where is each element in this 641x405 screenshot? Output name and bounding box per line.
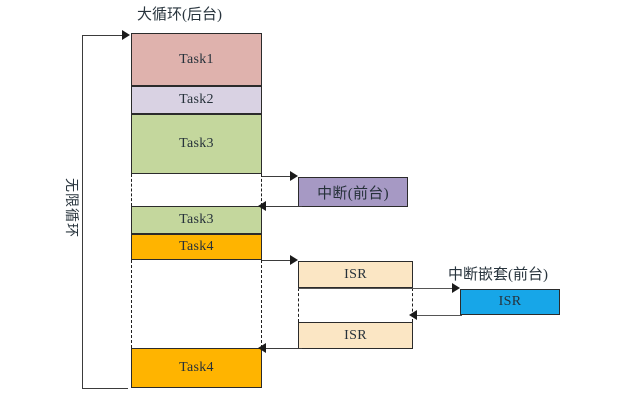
transition-from-nested-isr-arrowhead	[409, 310, 417, 320]
isr-gap-dash-left	[298, 288, 299, 322]
transition-from-isr-line	[262, 348, 302, 349]
task-block-label: Task4	[179, 360, 214, 375]
task-block-task2: Task2	[131, 86, 262, 114]
task-block-label: Task1	[179, 51, 214, 67]
nested-interrupt-title: 中断嵌套(前台)	[448, 267, 548, 283]
interrupt-block: 中断(前台)	[298, 177, 408, 207]
transition-to-nested-isr-line	[298, 288, 456, 289]
transition-from-interrupt-line	[262, 206, 302, 207]
task-block-label: Task3	[179, 212, 214, 227]
background-column-title: 大循环(后台)	[137, 7, 222, 23]
loop-arrow-top-segment	[82, 35, 124, 36]
transition-to-isr-line	[262, 260, 294, 261]
task-block-label: Task2	[179, 92, 214, 107]
task-block-task1: Task1	[131, 33, 262, 86]
isr-block-first: ISR	[298, 261, 413, 288]
task-block-task4-first: Task4	[131, 234, 262, 260]
infinite-loop-label: 无限循环	[63, 178, 78, 238]
loop-arrow-head	[122, 30, 130, 40]
isr-nested-block: ISR	[460, 289, 560, 315]
background-gap1-dash-left	[131, 174, 132, 206]
transition-from-interrupt-arrowhead	[258, 201, 266, 211]
interrupt-block-label: 中断(前台)	[317, 185, 389, 202]
loop-arrow-shaft	[82, 35, 83, 388]
isr-nested-block-label: ISR	[498, 294, 522, 309]
isr-block-second: ISR	[298, 322, 413, 349]
background-gap1-dash-right	[261, 174, 262, 206]
task-block-task3-first: Task3	[131, 114, 262, 174]
transition-from-nested-isr-line	[416, 315, 462, 316]
background-gap2-dash-left	[131, 260, 132, 348]
task-block-label: Task4	[179, 239, 214, 254]
task-block-task4-second: Task4	[131, 348, 262, 388]
task-block-label: Task3	[179, 136, 214, 151]
loop-arrow-bottom-segment	[82, 388, 128, 389]
transition-to-nested-isr-arrowhead	[452, 283, 460, 293]
transition-from-isr-arrowhead	[258, 343, 266, 353]
isr-block-label: ISR	[344, 327, 367, 343]
isr-gap-dash-right	[412, 288, 413, 322]
isr-block-label: ISR	[344, 266, 367, 282]
transition-to-interrupt-arrowhead	[290, 171, 298, 181]
background-gap2-dash-right	[261, 260, 262, 348]
transition-to-isr-arrowhead	[290, 255, 298, 265]
transition-to-interrupt-line	[262, 176, 294, 177]
task-block-task3-second: Task3	[131, 206, 262, 234]
